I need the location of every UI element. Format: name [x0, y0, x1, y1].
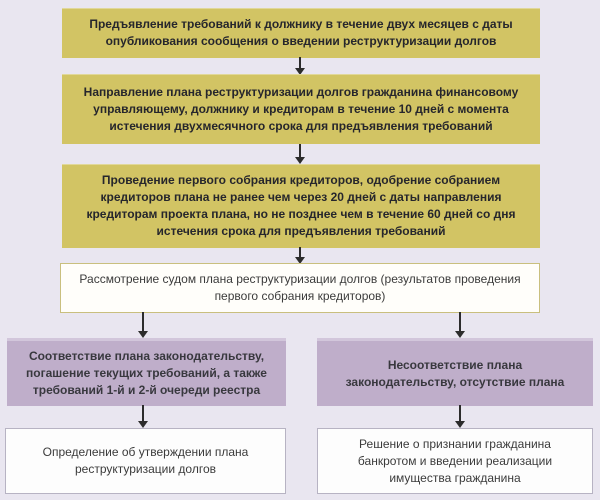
- node-first-creditors-meeting: Проведение первого собрания кредиторов, …: [62, 164, 540, 248]
- arrow-down-icon: [294, 57, 306, 75]
- node-claims-submission: Предъявление требований к должнику в теч…: [62, 8, 540, 58]
- arrow-down-icon: [294, 144, 306, 164]
- node-bankruptcy-decision: Решение о признании гражданина банкротом…: [317, 428, 593, 494]
- arrow-down-icon: [137, 312, 149, 338]
- node-plan-noncompliant: Несоответствие плана законодательству, о…: [317, 338, 593, 406]
- node-plan-approval-ruling: Определение об утверждении плана реструк…: [5, 428, 286, 494]
- node-court-review: Рассмотрение судом плана реструктуризаци…: [60, 263, 540, 313]
- node-plan-submission: Направление плана реструктуризации долго…: [62, 74, 540, 144]
- node-plan-compliant: Соответствие плана законодательству, пог…: [7, 338, 286, 406]
- arrow-down-icon: [294, 247, 306, 264]
- arrow-down-icon: [454, 312, 466, 338]
- arrow-down-icon: [137, 405, 149, 428]
- arrow-down-icon: [454, 405, 466, 428]
